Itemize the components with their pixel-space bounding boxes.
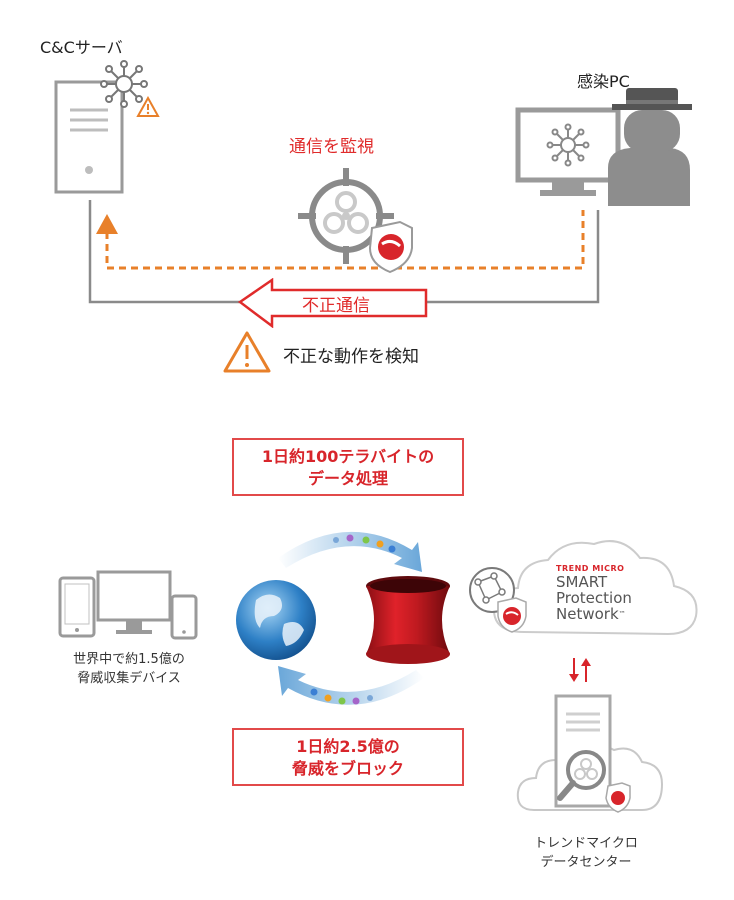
dashed-connection-line [105,210,585,270]
spn-cloud-icon [469,540,698,636]
block-line2: 脅威をブロック [291,759,404,778]
data-processing-box: 1日約100テラバイトの データ処理 [232,438,464,496]
monitor-label: 通信を監視 [289,137,374,157]
datacenter-caption-line1: トレンドマイクロ [534,836,638,851]
data-processing-line2: データ処理 [307,469,388,488]
malware-network-icon [100,60,148,108]
spn-brand: TREND MICRO [556,564,625,573]
data-processing-line1: 1日約100テラバイトの [261,447,435,466]
detect-warning-icon [223,331,271,373]
datacenter-icon [516,694,664,813]
spn-line3: Network [556,605,619,623]
illegal-comm-label: 不正通信 [302,296,370,316]
infected-pc-label: 感染PC [577,72,630,91]
spn-logo: TREND MICRO SMART Protection Network™ [556,564,676,622]
datacenter-caption-line2: データセンター [540,855,632,870]
detect-label: 不正な動作を検知 [283,347,419,367]
spn-tm: ™ [618,610,626,618]
block-box: 1日約2.5億の 脅威をブロック [232,728,464,786]
cc-server-label: C&Cサーバ [40,38,123,57]
top-diagram: C&Cサーバ 感染PC [0,0,734,400]
datacenter-caption: トレンドマイクロ データセンター [506,834,666,872]
bottom-diagram: 1日約100テラバイトの データ処理 [0,420,734,900]
block-line1: 1日約2.5億の [296,737,400,756]
spn-line1: SMART [556,573,608,591]
devices-caption-line2: 脅威収集デバイス [77,671,181,686]
data-cycle-graphic [236,531,450,705]
spn-line3-row: Network™ [556,606,676,622]
devices-icon [58,570,198,640]
spn-line2: Protection [556,589,632,607]
orange-arrow-head [96,214,118,234]
sync-arrows-icon [569,658,591,682]
devices-caption-line1: 世界中で約1.5億の [73,652,185,667]
infected-pc-icon [515,88,692,206]
warning-icon [136,96,160,117]
target-biohazard-icon [298,168,413,274]
devices-caption: 世界中で約1.5億の 脅威収集デバイス [44,650,214,688]
illegal-comm-arrow [238,278,428,328]
